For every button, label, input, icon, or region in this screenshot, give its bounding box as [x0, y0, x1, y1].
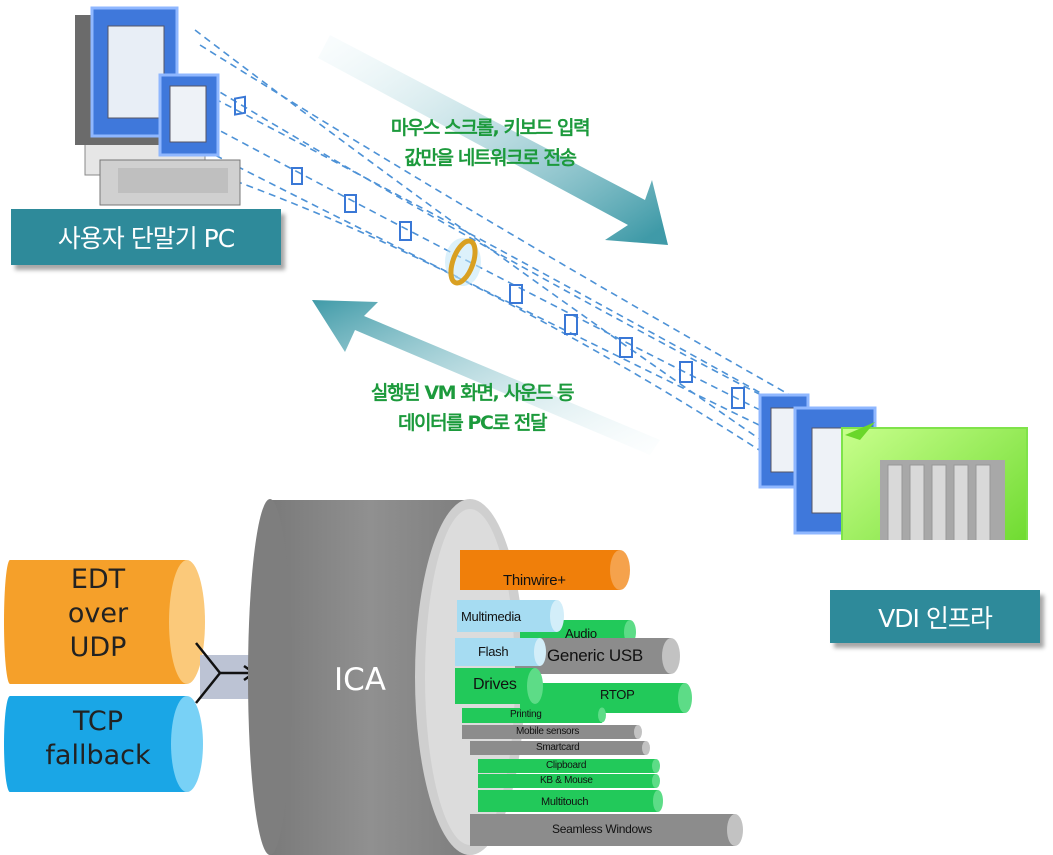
drives-channel: [455, 668, 535, 704]
edt-udp-cylinder: [4, 560, 205, 684]
network-beam: [139, 29, 801, 471]
clipboard-channel: [478, 759, 656, 773]
packet-frames: [234, 95, 745, 409]
tcp-fallback-label: TCP fallback: [45, 706, 151, 771]
packet-ring-icon: [445, 238, 481, 286]
ica-channels: [455, 550, 743, 846]
smartcard-channel: [470, 741, 646, 755]
kb-mouse-label: KB & Mouse: [540, 775, 593, 786]
flash-channel: [455, 638, 540, 666]
multitouch-channel: [478, 790, 658, 812]
flash-label: Flash: [478, 644, 509, 659]
kb-mouse-channel: [478, 774, 656, 788]
user-pc-label: 사용자 단말기 PC: [11, 209, 281, 265]
multimedia-label: Multimedia: [461, 609, 521, 624]
clipboard-label: Clipboard: [546, 760, 587, 771]
vdi-infra-label: VDI 인프라: [830, 590, 1040, 643]
ica-stack-diagram: [4, 499, 743, 855]
seamless-windows-channel: [470, 814, 735, 846]
mobile-sensors-channel: [462, 725, 638, 739]
thinwire-channel: [460, 550, 620, 590]
thinwire-label: Thinwire+: [503, 572, 566, 589]
printing-channel: [462, 708, 602, 723]
vdi-server-icon: [758, 393, 1028, 540]
multitouch-label: Multitouch: [541, 796, 589, 808]
remote-display-illustration: [75, 6, 1028, 540]
smartcard-label: Smartcard: [536, 742, 580, 753]
user-pc-icon: [75, 6, 241, 206]
downstream-caption: 실행된 VM 화면, 사운드 등 데이터를 PC로 전달: [370, 382, 575, 434]
downstream-arrow: [312, 300, 660, 455]
ica-label: ICA: [334, 662, 386, 698]
printing-label: Printing: [510, 709, 542, 720]
multimedia-channel: [457, 600, 557, 632]
tcp-fallback-cylinder: [4, 696, 203, 792]
generic-usb-label: Generic USB: [547, 646, 643, 665]
mobile-sensors-label: Mobile sensors: [516, 726, 580, 737]
seamless-windows-label: Seamless Windows: [552, 822, 652, 836]
rtop-label: RTOP: [600, 687, 635, 702]
drives-label: Drives: [473, 676, 517, 693]
upstream-arrow: [318, 35, 668, 245]
edt-udp-label: EDT over UDP: [67, 564, 129, 663]
upstream-caption: 마우스 스크롤, 키보드 입력 값만을 네트워크로 전송: [390, 117, 591, 169]
audio-label: Audio: [565, 626, 597, 641]
